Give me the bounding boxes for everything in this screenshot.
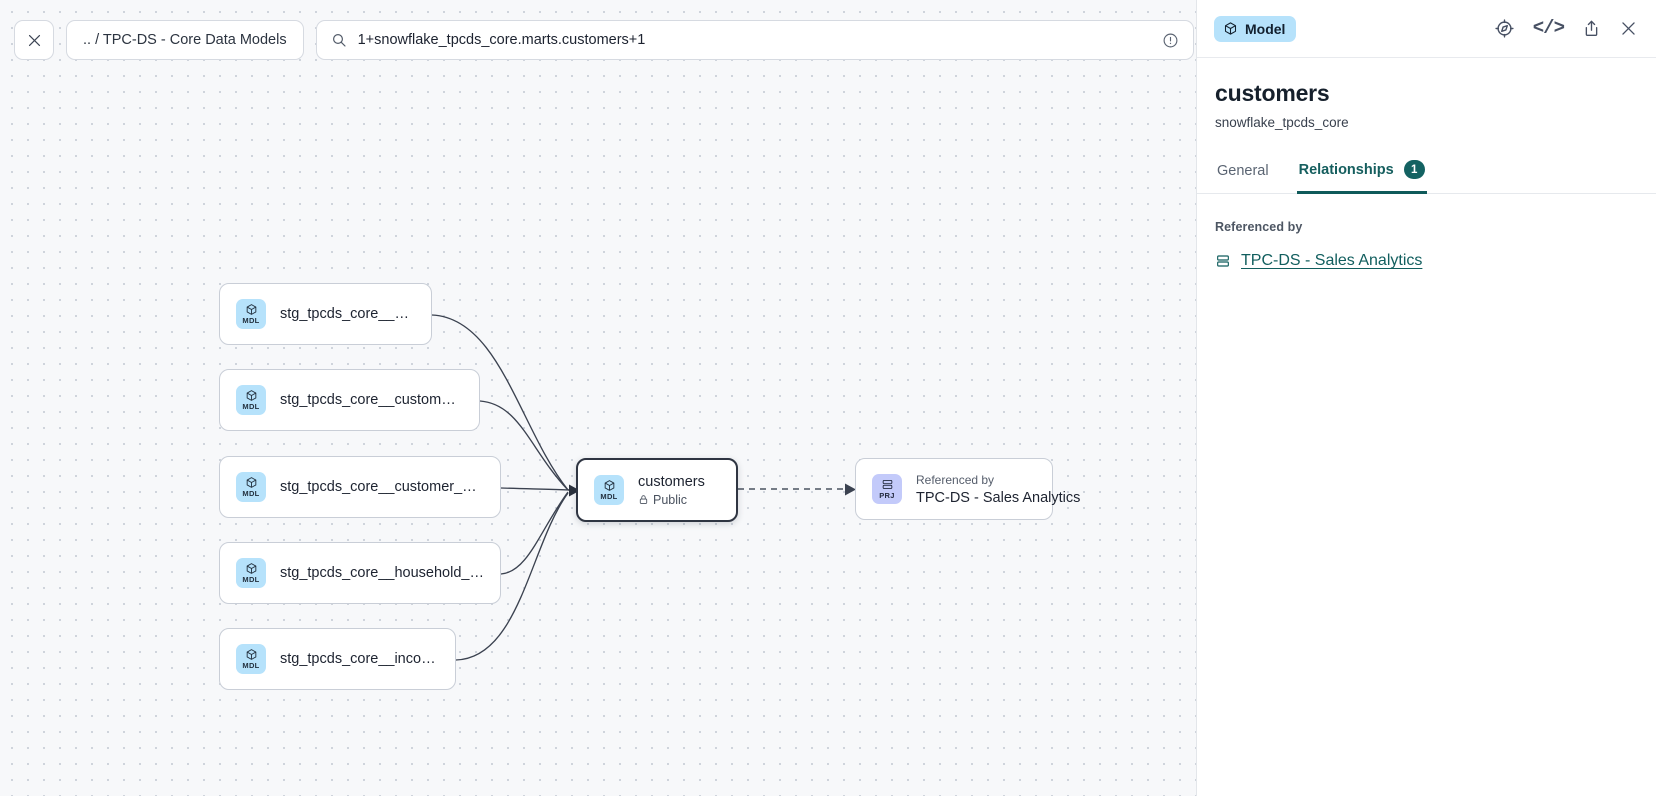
lock-icon <box>639 495 648 504</box>
panel-tabs: General Relationships 1 <box>1197 156 1656 194</box>
close-icon <box>28 34 40 46</box>
badge-text: MDL <box>242 661 260 671</box>
visibility-text: Public <box>653 492 688 507</box>
node-visibility: Public <box>638 493 705 507</box>
search-icon <box>332 34 346 47</box>
cube-icon <box>246 563 256 575</box>
badge-text: MDL <box>242 316 260 326</box>
reference-link[interactable]: TPC-DS - Sales Analytics <box>1241 252 1423 269</box>
panel-heading: customers snowflake_tpcds_core <box>1197 58 1656 130</box>
project-icon <box>1217 255 1229 267</box>
badge-text: MDL <box>600 492 618 502</box>
canvas-toolbar: .. / TPC-DS - Core Data Models 1+snowfla… <box>14 20 1196 60</box>
cube-icon <box>246 304 256 316</box>
panel-header: Model </> <box>1197 0 1656 58</box>
list-item[interactable]: TPC-DS - Sales Analytics <box>1215 252 1638 270</box>
graph-node-project[interactable]: PRJ Referenced by TPC-DS - Sales Analyti… <box>855 458 1081 520</box>
model-badge: MDL <box>236 644 266 674</box>
cube-icon <box>246 477 256 489</box>
cube-icon <box>604 480 614 492</box>
graph-node[interactable]: MDL stg_tpcds_core__customer_demogra… <box>219 456 501 518</box>
panel-actions: </> <box>1494 18 1638 39</box>
node-kicker: Referenced by <box>916 472 995 487</box>
project-badge: PRJ <box>872 474 902 504</box>
explore-icon[interactable] <box>1494 18 1515 39</box>
node-text-stack: Referenced by TPC-DS - Sales Analytics <box>916 472 1081 506</box>
node-text-stack: customers Public <box>638 474 705 507</box>
tab-label: Relationships <box>1298 161 1394 178</box>
close-panel-icon[interactable] <box>1619 19 1638 38</box>
node-label: stg_tpcds_core__household_demogr… <box>280 565 484 581</box>
graph-node[interactable]: MDL stg_tpcds_core__household_demogr… <box>219 542 501 604</box>
node-label: stg_tpcds_core__customer_demogra… <box>280 479 484 495</box>
chip-label: Model <box>1245 20 1286 37</box>
badge-text: MDL <box>242 489 260 499</box>
graph-node[interactable]: MDL stg_tpcds_core__income_band <box>219 628 456 690</box>
badge-text: PRJ <box>879 491 895 501</box>
entity-type-chip[interactable]: Model <box>1214 15 1297 42</box>
info-icon[interactable] <box>1162 32 1179 49</box>
project-icon <box>882 480 892 490</box>
model-badge: MDL <box>236 385 266 415</box>
node-label: TPC-DS - Sales Analytics <box>916 489 1081 506</box>
lineage-edges <box>431 314 856 661</box>
code-icon[interactable]: </> <box>1532 17 1565 39</box>
search-value: 1+snowflake_tpcds_core.marts.customers+1 <box>357 32 646 48</box>
badge-text: MDL <box>242 575 260 585</box>
share-icon[interactable] <box>1582 19 1601 38</box>
cube-icon <box>246 649 256 661</box>
cube-icon <box>1224 22 1237 35</box>
breadcrumb[interactable]: .. / TPC-DS - Core Data Models <box>66 20 304 60</box>
lineage-canvas[interactable]: .. / TPC-DS - Core Data Models 1+snowfla… <box>0 0 1196 796</box>
node-label: stg_tpcds_core__customer <box>280 306 415 322</box>
section-label: Referenced by <box>1215 220 1303 234</box>
model-badge: MDL <box>236 472 266 502</box>
graph-node[interactable]: MDL stg_tpcds_core__customer <box>219 283 432 345</box>
close-lineage-button[interactable] <box>14 20 54 60</box>
graph-node-selected[interactable]: MDL customers Public <box>576 458 738 522</box>
cube-icon <box>246 390 256 402</box>
page-subtitle: snowflake_tpcds_core <box>1215 115 1349 130</box>
search-input[interactable]: 1+snowflake_tpcds_core.marts.customers+1 <box>315 20 1194 60</box>
badge-text: MDL <box>242 402 260 412</box>
details-panel: Model </> <box>1196 0 1656 796</box>
tab-label: General <box>1217 163 1269 179</box>
model-badge: MDL <box>594 475 624 505</box>
model-badge: MDL <box>236 299 266 329</box>
page-title: customers <box>1215 80 1330 106</box>
tab-relationships[interactable]: Relationships 1 <box>1296 156 1427 194</box>
model-badge: MDL <box>236 558 266 588</box>
node-label: customers <box>638 473 705 490</box>
node-label: stg_tpcds_core__customer_address <box>280 392 463 408</box>
tab-general[interactable]: General <box>1215 159 1271 194</box>
panel-content: Referenced by TPC-DS - Sales Analytics <box>1197 194 1656 270</box>
node-label: stg_tpcds_core__income_band <box>280 651 439 667</box>
graph-node[interactable]: MDL stg_tpcds_core__customer_address <box>219 369 480 431</box>
tab-count-badge: 1 <box>1403 160 1425 179</box>
